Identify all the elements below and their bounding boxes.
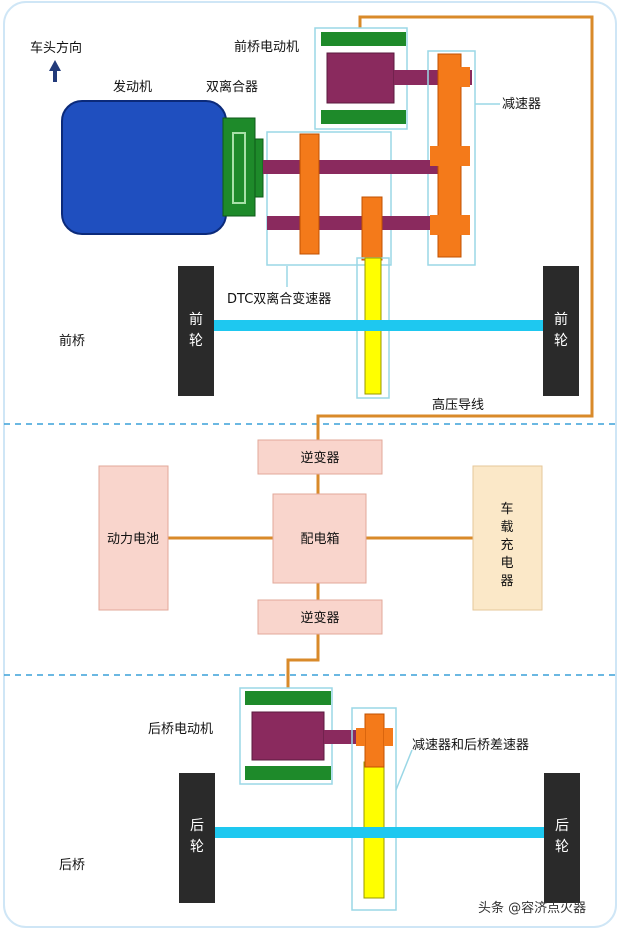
outer-frame (3, 1, 617, 928)
dual-clutch-plate (254, 138, 264, 198)
inverter-bottom (257, 599, 383, 635)
dtc-gear-1 (299, 133, 320, 255)
rear-reducer-pointer (395, 749, 413, 791)
dtc-outline (266, 131, 392, 266)
hv-wire-label: 高压导线 (432, 397, 484, 413)
rear-wheel-left-char1: 后 (190, 818, 204, 834)
rear-motor-stator-bottom (245, 766, 331, 780)
rear-wheel-right-char2: 轮 (555, 839, 569, 855)
rear-wheel-left (179, 773, 215, 903)
dual-clutch-inner (232, 132, 246, 204)
distribution-box-label: 配电箱 (300, 531, 339, 547)
reducer-gear-tab-1 (430, 146, 440, 166)
rear-wheel-left-char2: 轮 (190, 839, 204, 855)
rear-wheel-right-char1: 后 (555, 818, 569, 834)
rear-gear-tab-1 (356, 728, 365, 746)
reducer-outline (427, 50, 476, 266)
front-motor-rotor (326, 52, 395, 104)
rear-motor-rotor (251, 711, 325, 761)
engine (61, 100, 227, 235)
rear-gear-tab-2 (384, 728, 393, 746)
reducer-gear-tab-2 (460, 146, 470, 166)
arrow-up-icon (49, 60, 61, 82)
charger-char4: 电 (500, 556, 513, 571)
reducer-gear-tab-3 (430, 215, 440, 235)
direction-label: 车头方向 (30, 40, 82, 56)
front-motor-stator-top (321, 32, 406, 46)
distribution-box (272, 493, 367, 584)
rear-axle-label: 后桥 (59, 858, 85, 873)
rear-reducer-outline (351, 707, 397, 911)
onboard-charger (472, 465, 543, 611)
dtc-gear-2 (361, 196, 383, 261)
power-battery (98, 465, 169, 611)
front-motor-shaft (394, 70, 434, 85)
front-wheel-right-char1: 前 (554, 311, 568, 328)
charger-char3: 充 (500, 537, 513, 553)
front-axle-label: 前桥 (59, 333, 85, 349)
front-wheel-left-char1: 前 (189, 311, 203, 328)
reducer-gear-tab-5 (460, 67, 470, 87)
charger-char2: 载 (500, 520, 513, 535)
front-motor-label: 前桥电动机 (234, 39, 299, 55)
rear-motor-stator-top (245, 691, 331, 705)
dtc-label: DTC双离合变速器 (227, 291, 331, 307)
front-wheel-right (543, 266, 579, 396)
inverter-top-label: 逆变器 (300, 450, 339, 466)
hv-wire (316, 15, 594, 440)
charger-char1: 车 (500, 501, 513, 517)
inverter-bottom-label: 逆变器 (300, 610, 339, 626)
reducer-gear-tab-4 (460, 215, 470, 235)
inverter-top (257, 439, 383, 475)
rear-reducer-gear (364, 713, 385, 768)
rear-motor-label: 后桥电动机 (148, 722, 213, 737)
front-axle-shaft (213, 320, 543, 331)
front-motor-stator-bottom (321, 110, 406, 124)
front-wheel-right-char2: 轮 (554, 333, 568, 349)
reducer-label: 减速器 (502, 97, 541, 112)
front-wheel-left (178, 266, 214, 396)
rear-reducer-label: 减速器和后桥差速器 (412, 738, 529, 753)
front-wheel-left-char2: 轮 (189, 333, 203, 349)
engine-label: 发动机 (113, 79, 152, 95)
wire-rear-motor (286, 634, 320, 690)
reducer-gear-stack (437, 53, 462, 258)
watermark: 头条 @容济点火器 (478, 900, 586, 916)
rear-wheel-right (544, 773, 580, 903)
battery-label: 动力电池 (107, 532, 159, 547)
rear-axle-shaft (214, 827, 544, 838)
dual-clutch-label: 双离合器 (206, 79, 258, 95)
charger-char5: 器 (500, 574, 513, 589)
